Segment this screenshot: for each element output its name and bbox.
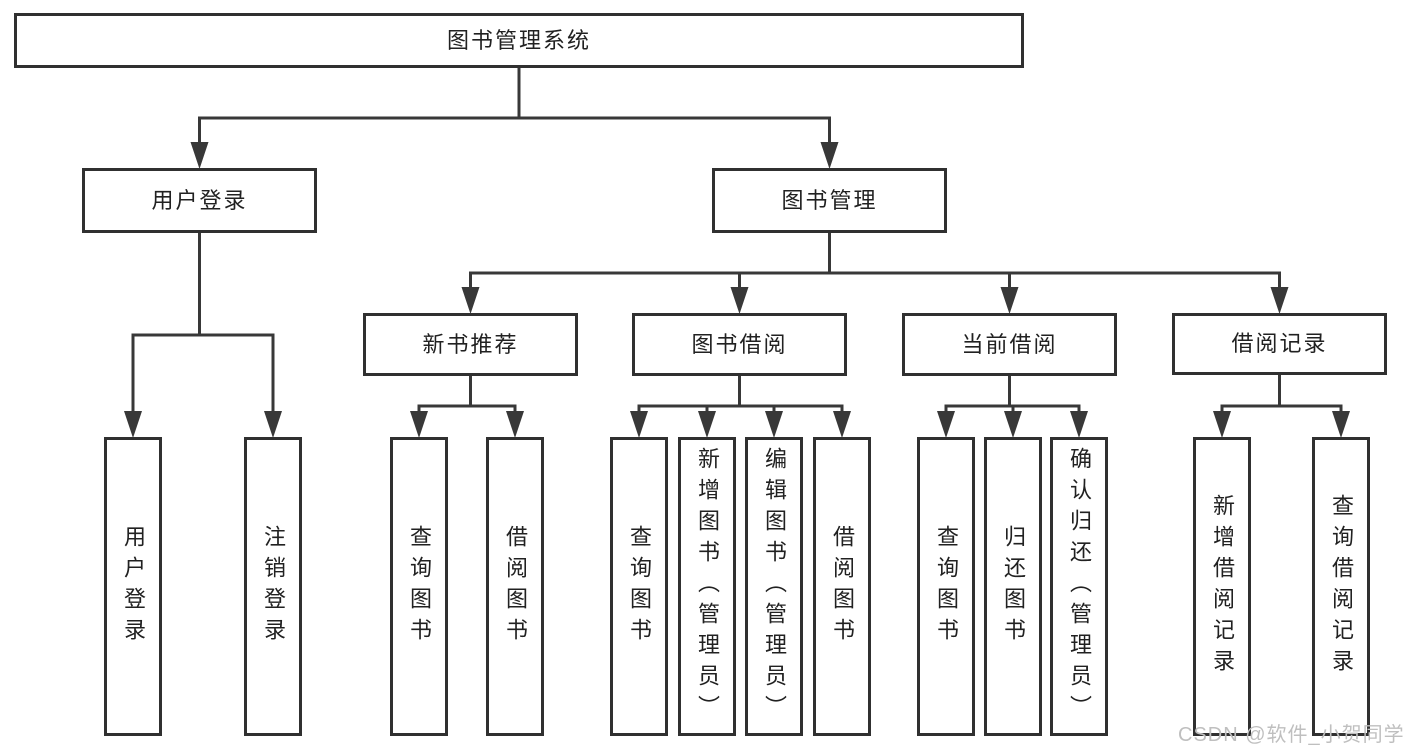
arrowhead-icon [1332, 411, 1350, 438]
node-root: 图书管理系统 [14, 13, 1024, 68]
node-label: 用户登录 [151, 187, 248, 213]
node-cb-query: 查询图书 [917, 437, 975, 736]
arrowhead-icon [410, 411, 428, 438]
arrowhead-icon [1270, 287, 1289, 314]
node-label: 查询借阅记录 [1329, 493, 1354, 680]
node-bb-edit: 编辑图书（管理员） [745, 437, 803, 736]
node-label: 新增借阅记录 [1210, 493, 1235, 680]
arrowhead-icon [1070, 411, 1088, 438]
arrowhead-icon [937, 411, 955, 438]
node-cb-confirm: 确认归还（管理员） [1050, 437, 1108, 736]
node-new-books: 新书推荐 [363, 313, 578, 376]
node-label: 查询图书 [407, 524, 432, 649]
node-br-query: 查询借阅记录 [1312, 437, 1370, 736]
node-label: 当前借阅 [961, 331, 1058, 357]
arrowhead-icon [630, 411, 648, 438]
arrowhead-icon [190, 142, 209, 169]
node-nb-query: 查询图书 [390, 437, 448, 736]
node-borrow-records: 借阅记录 [1172, 313, 1387, 375]
node-leaf-user-login: 用户登录 [104, 437, 162, 736]
node-leaf-logout: 注销登录 [244, 437, 302, 736]
arrowhead-icon [1213, 411, 1231, 438]
node-nb-borrow: 借阅图书 [486, 437, 544, 736]
node-label: 编辑图书（管理员） [762, 447, 787, 726]
node-cb-return: 归还图书 [984, 437, 1042, 736]
node-label: 查询图书 [627, 524, 652, 649]
arrowhead-icon [820, 142, 839, 169]
arrowhead-icon [1000, 287, 1019, 314]
arrowhead-icon [698, 411, 716, 438]
csdn-watermark: CSDN @软件_小贺同学 [1178, 724, 1405, 746]
node-book-borrow: 图书借阅 [632, 313, 847, 376]
node-current-borrow: 当前借阅 [902, 313, 1117, 376]
node-label: 新增图书（管理员） [695, 447, 720, 726]
arrowhead-icon [1004, 411, 1022, 438]
node-label: 新书推荐 [422, 331, 519, 357]
arrowhead-icon [264, 411, 282, 438]
node-label: 借阅记录 [1231, 331, 1328, 356]
node-label: 图书管理系统 [446, 27, 591, 53]
node-user-login: 用户登录 [82, 168, 317, 233]
node-label: 查询图书 [934, 524, 959, 649]
node-label: 借阅图书 [503, 524, 528, 649]
node-label: 图书借阅 [691, 331, 788, 357]
arrowhead-icon [506, 411, 524, 438]
node-br-add: 新增借阅记录 [1193, 437, 1251, 736]
arrowhead-icon [124, 411, 142, 438]
arrowhead-icon [765, 411, 783, 438]
node-label: 图书管理 [781, 187, 878, 213]
node-bb-query: 查询图书 [610, 437, 668, 736]
node-label: 借阅图书 [830, 524, 855, 649]
arrowhead-icon [730, 287, 749, 314]
node-book-mgmt: 图书管理 [712, 168, 947, 233]
node-label: 注销登录 [261, 524, 286, 649]
node-bb-borrow: 借阅图书 [813, 437, 871, 736]
node-bb-add: 新增图书（管理员） [678, 437, 736, 736]
arrowhead-icon [833, 411, 851, 438]
arrowhead-icon [461, 287, 480, 314]
node-label: 用户登录 [121, 524, 146, 649]
node-label: 归还图书 [1001, 524, 1026, 649]
node-label: 确认归还（管理员） [1067, 447, 1092, 726]
